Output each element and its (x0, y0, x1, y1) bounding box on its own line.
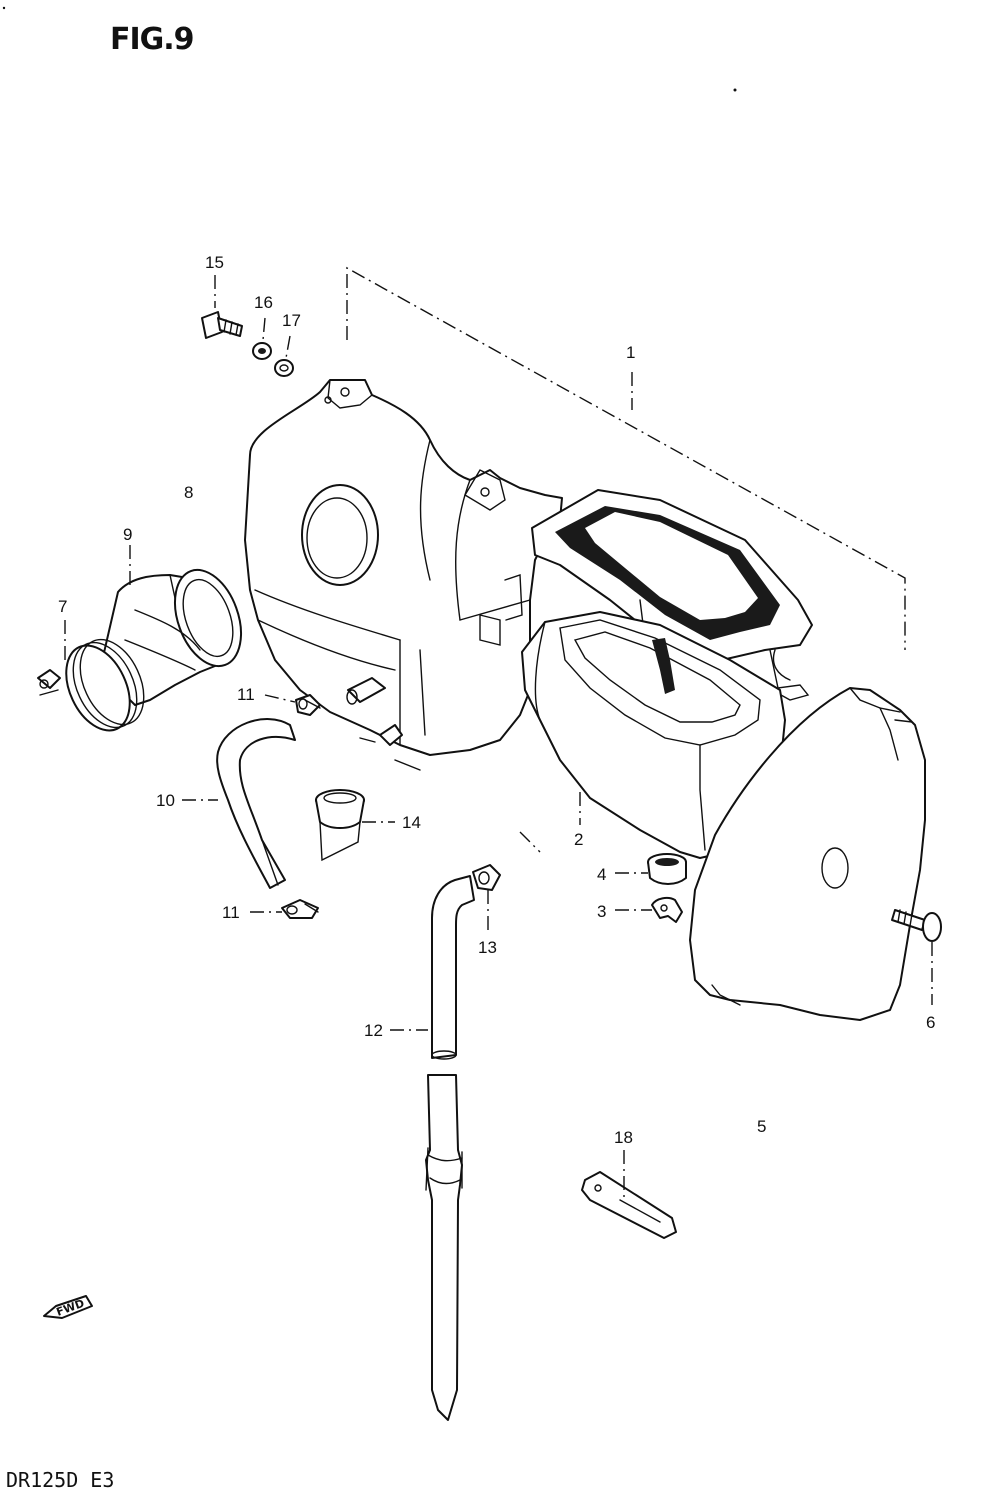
bolt-15 (201, 311, 243, 339)
drain-plug-14 (315, 789, 365, 862)
clamp-11-upper (295, 694, 321, 716)
clamp-13 (472, 864, 501, 891)
callout-18: 18 (614, 1128, 633, 1147)
callout-7: 7 (58, 597, 67, 616)
callout-11-lower: 11 (222, 903, 240, 922)
drain-hose-12 (425, 875, 475, 1421)
seal-4 (647, 853, 687, 885)
clamp-11-lower (281, 899, 319, 919)
air-cleaner-case (244, 379, 563, 771)
callout-14: 14 (402, 813, 421, 832)
callout-15: 15 (205, 253, 224, 272)
callout-6: 6 (926, 1013, 935, 1032)
callout-4: 4 (597, 865, 606, 884)
assembly-bracket-1 (346, 266, 906, 650)
washer-17 (274, 359, 294, 377)
screw-6 (891, 909, 942, 942)
callout-5: 5 (757, 1117, 766, 1136)
figure-title: FIG.9 (110, 22, 195, 57)
callout-2: 2 (574, 830, 583, 849)
callout-3: 3 (597, 902, 606, 921)
hose-clamp-7 (37, 638, 145, 732)
model-code: DR125D E3 (6, 1468, 115, 1492)
side-cover (689, 687, 926, 1021)
callouts: 1 2 3 4 5 6 7 8 9 10 11 11 12 13 14 15 1… (58, 253, 935, 1147)
speck (733, 88, 737, 92)
leader-lines (64, 275, 933, 1200)
clip-3 (651, 896, 683, 923)
callout-9: 9 (123, 525, 132, 544)
plate-18 (581, 1171, 677, 1239)
filter-frame (531, 489, 813, 701)
fwd-arrow-icon: FWD (43, 1295, 93, 1319)
hose-10 (216, 718, 296, 889)
callout-10: 10 (156, 791, 175, 810)
intake-boot (99, 568, 242, 706)
callout-11-upper: 11 (237, 685, 255, 704)
washer-16 (252, 342, 272, 360)
speck (2, 6, 6, 10)
callout-17: 17 (282, 311, 301, 330)
callout-1: 1 (626, 343, 635, 362)
callout-12: 12 (364, 1021, 383, 1040)
callout-16: 16 (254, 293, 273, 312)
callout-13: 13 (478, 938, 497, 957)
callout-8: 8 (184, 483, 193, 502)
